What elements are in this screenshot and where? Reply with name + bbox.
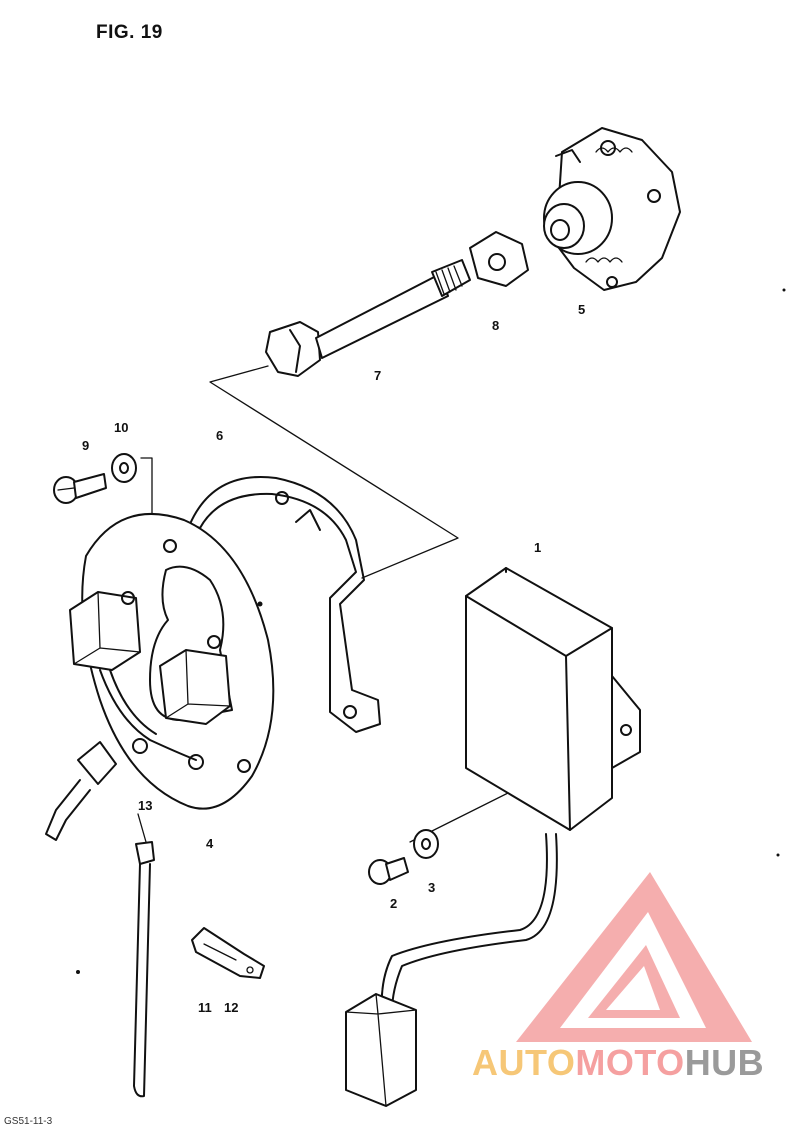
part-13-cable-tie xyxy=(133,841,155,1098)
callout-12: 12 xyxy=(224,1000,239,1015)
watermark-moto: MOTO xyxy=(575,1042,685,1083)
watermark-auto: AUTO xyxy=(472,1042,576,1083)
part-9-screw xyxy=(53,473,107,504)
callout-9: 9 xyxy=(82,438,90,453)
callout-3: 3 xyxy=(428,880,436,895)
callout-10: 10 xyxy=(114,420,129,435)
part-8-nut xyxy=(469,231,529,287)
part-4-stator xyxy=(45,513,275,841)
figure-title: FIG. 19 xyxy=(96,22,163,43)
watermark-hub: HUB xyxy=(684,1042,765,1083)
callout-5: 5 xyxy=(578,302,586,317)
part-10-washer xyxy=(111,453,137,483)
part-2-screw xyxy=(368,857,409,885)
watermark-text: AUTOMOTOHUB xyxy=(472,1042,764,1084)
part-7-bolt xyxy=(265,259,471,377)
part-11-12-clamp xyxy=(191,927,265,979)
callout-1: 1 xyxy=(534,540,542,555)
callout-8: 8 xyxy=(492,318,500,333)
part-1-cdi-unit xyxy=(345,567,641,1107)
callout-7: 7 xyxy=(374,368,382,383)
watermark-logo-icon xyxy=(516,872,752,1042)
callout-13: 13 xyxy=(138,798,153,813)
part-5-advancer xyxy=(543,127,681,291)
callout-6: 6 xyxy=(216,428,224,443)
callout-4: 4 xyxy=(206,836,214,851)
callout-11: 11 xyxy=(198,1000,212,1015)
part-3-washer xyxy=(413,829,439,859)
callout-2: 2 xyxy=(390,896,398,911)
part-6-clamp xyxy=(189,476,381,733)
drawing-code: GS51-11-3 xyxy=(4,1116,53,1127)
